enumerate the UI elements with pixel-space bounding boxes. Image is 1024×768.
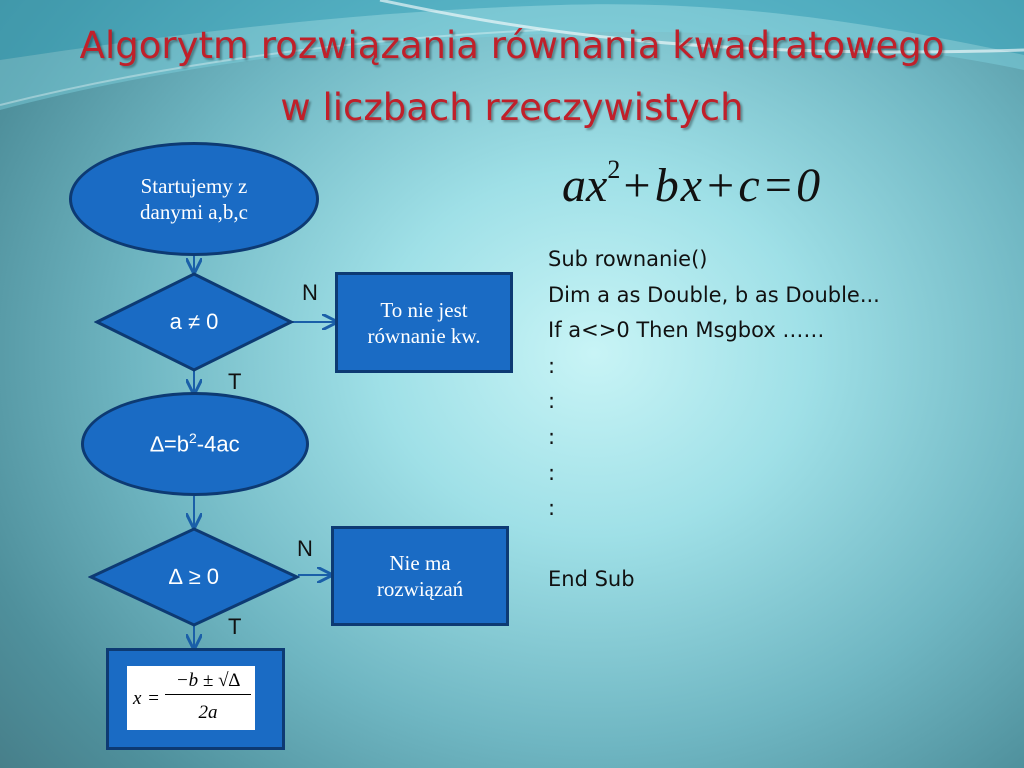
equation-rest: +bx+c=0: [620, 159, 823, 212]
equation-exponent: 2: [607, 155, 621, 184]
code-line: Sub rownanie(): [548, 247, 708, 271]
decorative-wave: [0, 0, 1024, 110]
code-line: End Sub: [548, 567, 635, 592]
formula-lhs: x: [133, 688, 142, 709]
result-no-solutions-line2: rozwiązań: [376, 577, 464, 601]
code-line: :: [548, 496, 556, 521]
result-not-quadratic: To nie jest równanie kw.: [335, 272, 513, 373]
result-not-quadratic-line1: To nie jest: [380, 297, 468, 322]
slide-title-line2: w liczbach rzeczywistych: [280, 86, 744, 129]
result-no-solutions: Nie ma rozwiązań: [331, 526, 509, 626]
delta-suffix: -4ac: [196, 431, 240, 457]
decision1-no-label: N: [302, 280, 318, 305]
roots-formula: x = −b ± √∆ 2a: [127, 666, 255, 730]
code-line: [548, 527, 880, 563]
delta-prefix: ∆=b: [150, 431, 189, 457]
code-line: :: [548, 353, 556, 378]
code-listing: Sub rownanie() Dim a as Double, b as Dou…: [548, 242, 880, 598]
formula-numerator: −b ± √∆: [165, 670, 251, 695]
code-line: :: [548, 424, 556, 449]
code-line: :: [548, 389, 556, 414]
equation-ax: ax: [562, 159, 608, 212]
code-line: If a<>0 Then Msgbox ……: [548, 318, 825, 343]
slide-title-line1: Algorytm rozwiązania równania kwadratowe…: [79, 24, 945, 67]
decision-delta-nonnegative: [88, 527, 300, 627]
formula-equals: =: [148, 688, 159, 709]
delta-exponent: 2: [188, 430, 197, 447]
decision2-yes-label: T: [228, 614, 242, 639]
code-line: :: [548, 460, 556, 485]
delta-computation-node: ∆=b2-4ac: [81, 392, 309, 496]
quadratic-equation: ax2+bx+c=0: [562, 155, 823, 213]
code-line: Dim a as Double, b as Double...: [548, 282, 880, 307]
result-not-quadratic-line2: równanie kw.: [367, 323, 481, 348]
decision-delta-nonnegative-label: ∆ ≥ 0: [169, 564, 219, 589]
start-node: Startujemy z danymi a,b,c: [69, 142, 319, 256]
decision-a-not-zero-label: a ≠ 0: [169, 309, 219, 334]
start-node-line1: Startujemy z: [140, 174, 248, 198]
start-node-line2: danymi a,b,c: [140, 200, 248, 224]
formula-denominator: 2a: [198, 702, 218, 723]
result-no-solutions-line1: Nie ma: [389, 551, 451, 575]
decision2-no-label: N: [297, 536, 313, 561]
decision-a-not-zero: [94, 272, 294, 372]
decision1-yes-label: T: [228, 369, 242, 394]
